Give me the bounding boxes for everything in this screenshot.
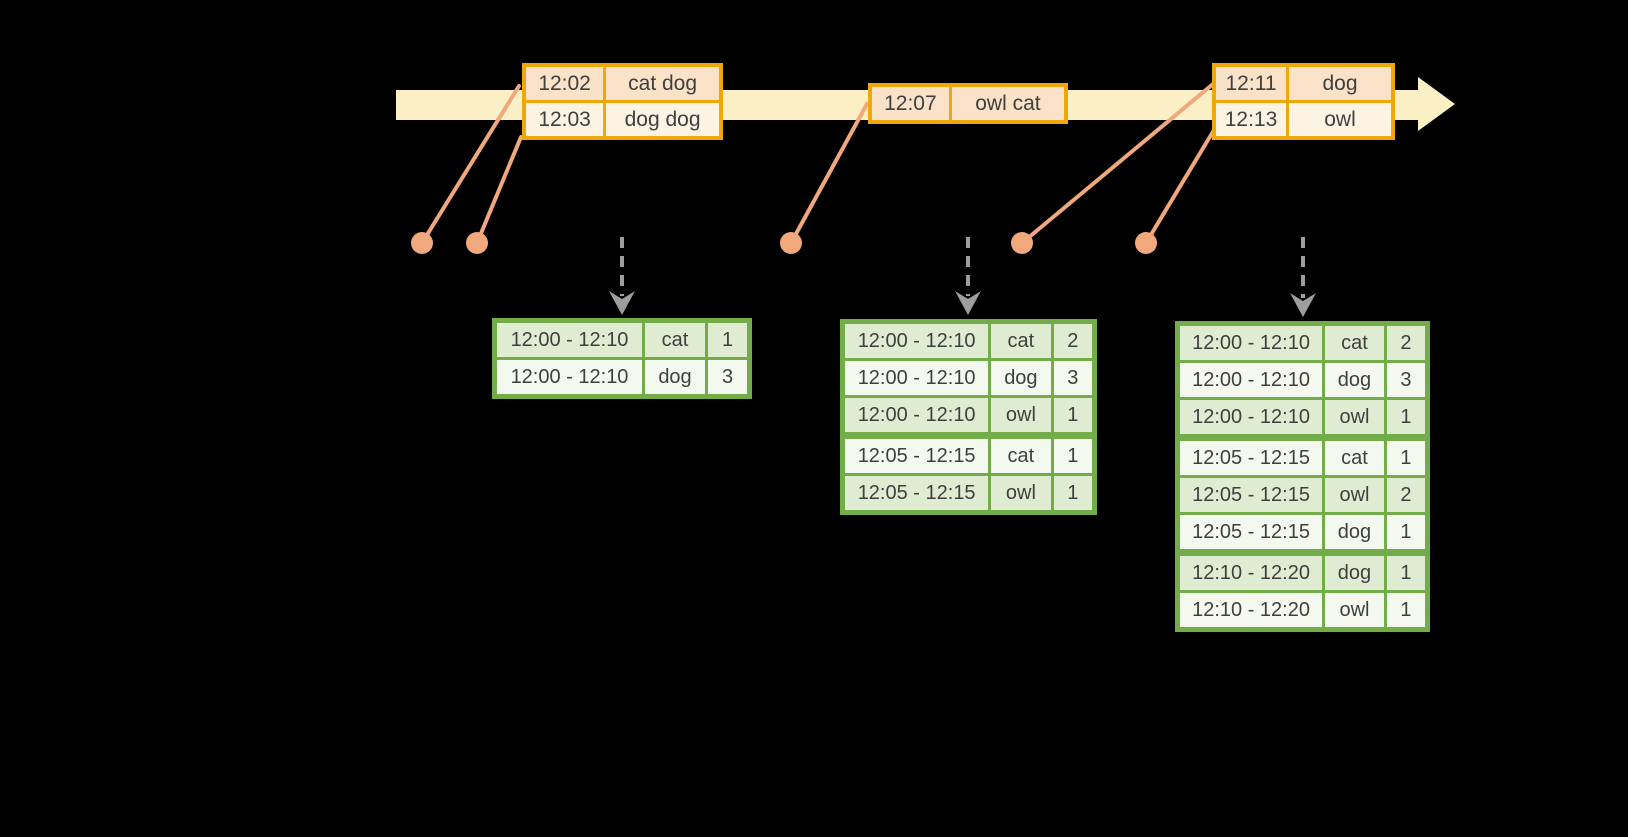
result-row: 12:05 - 12:15 cat 1 [1180, 441, 1425, 475]
event-time-cell: 12:07 [872, 87, 949, 120]
result-row: 12:00 - 12:10 cat 1 [497, 323, 747, 357]
word-cell: cat [1325, 441, 1384, 475]
window-cell: 12:00 - 12:10 [1180, 400, 1323, 434]
word-cell: dog [1325, 556, 1384, 590]
result-row: 12:00 - 12:10 dog 3 [845, 361, 1092, 395]
count-cell: 1 [1053, 439, 1092, 473]
window-cell: 12:00 - 12:10 [497, 360, 642, 394]
result-row: 12:00 - 12:10 cat 2 [845, 324, 1092, 358]
window-cell: 12:00 - 12:10 [1180, 326, 1323, 360]
window-cell: 12:00 - 12:10 [497, 323, 642, 357]
event-words-cell: dog [1289, 67, 1391, 100]
count-cell: 3 [1053, 361, 1092, 395]
result-row: 12:00 - 12:10 owl 1 [1180, 400, 1425, 434]
window-cell: 12:05 - 12:15 [1180, 515, 1323, 549]
word-cell: cat [991, 324, 1051, 358]
trigger-arrowhead-2 [955, 291, 981, 315]
count-cell: 3 [1386, 363, 1425, 397]
word-cell: dog [645, 360, 705, 394]
word-cell: owl [991, 476, 1051, 510]
trigger-arrowhead-3 [1290, 293, 1316, 317]
event-dot-12-03 [466, 232, 488, 254]
window-cell: 12:00 - 12:10 [845, 324, 989, 358]
word-cell: cat [991, 439, 1051, 473]
count-cell: 1 [1386, 593, 1425, 627]
trigger-arrows [609, 237, 1316, 317]
result-row: 12:00 - 12:10 dog 3 [497, 360, 747, 394]
window-cell: 12:10 - 12:20 [1180, 556, 1323, 590]
window-cell: 12:00 - 12:10 [1180, 363, 1323, 397]
event-row: 12:03 dog dog [526, 103, 719, 136]
word-cell: owl [1325, 593, 1384, 627]
count-cell: 1 [708, 323, 747, 357]
window-cell: 12:05 - 12:15 [1180, 441, 1323, 475]
count-cell: 3 [708, 360, 747, 394]
result-table-1: 12:00 - 12:10 cat 1 12:00 - 12:10 dog 3 [492, 318, 752, 399]
window-cell: 12:05 - 12:15 [1180, 478, 1323, 512]
window-cell: 12:05 - 12:15 [845, 476, 989, 510]
result-row: 12:05 - 12:15 dog 1 [1180, 515, 1425, 549]
window-cell: 12:05 - 12:15 [845, 439, 989, 473]
event-words-cell: dog dog [606, 103, 719, 136]
event-dot-12-07 [780, 232, 802, 254]
event-row: 12:02 cat dog [526, 67, 719, 100]
connector-line-12-11 [1020, 82, 1215, 245]
event-table-1: 12:02 cat dog 12:03 dog dog [522, 63, 723, 140]
event-row: 12:13 owl [1216, 103, 1391, 136]
count-cell: 2 [1386, 326, 1425, 360]
result-table-3: 12:00 - 12:10 cat 2 12:00 - 12:10 dog 3 … [1175, 321, 1430, 632]
word-cell: cat [645, 323, 705, 357]
window-cell: 12:00 - 12:10 [845, 398, 989, 432]
event-dot-12-13 [1135, 232, 1157, 254]
count-cell: 1 [1386, 441, 1425, 475]
result-row: 12:00 - 12:10 owl 1 [845, 398, 1092, 432]
count-cell: 1 [1386, 400, 1425, 434]
word-cell: owl [1325, 400, 1384, 434]
event-row: 12:11 dog [1216, 67, 1391, 100]
result-row: 12:10 - 12:20 owl 1 [1180, 593, 1425, 627]
result-row: 12:05 - 12:15 owl 2 [1180, 478, 1425, 512]
result-table-2: 12:00 - 12:10 cat 2 12:00 - 12:10 dog 3 … [840, 319, 1097, 515]
timeline-arrowhead [1418, 77, 1455, 131]
trigger-arrowhead-1 [609, 291, 635, 315]
result-row: 12:00 - 12:10 cat 2 [1180, 326, 1425, 360]
result-row: 12:10 - 12:20 dog 1 [1180, 556, 1425, 590]
event-words-cell: owl [1289, 103, 1391, 136]
event-table-2: 12:07 owl cat [868, 83, 1068, 124]
connector-line-12-13 [1144, 128, 1216, 245]
event-row: 12:07 owl cat [872, 87, 1064, 120]
count-cell: 2 [1053, 324, 1092, 358]
event-connector-lines [420, 82, 1216, 245]
connector-line-12-07 [789, 102, 869, 245]
connector-line-12-02 [420, 84, 521, 245]
word-cell: cat [1325, 326, 1384, 360]
result-row: 12:05 - 12:15 owl 1 [845, 476, 1092, 510]
count-cell: 1 [1053, 476, 1092, 510]
count-cell: 2 [1386, 478, 1425, 512]
event-words-cell: owl cat [951, 87, 1064, 120]
event-words-cell: cat dog [606, 67, 719, 100]
word-cell: dog [1325, 515, 1384, 549]
window-cell: 12:00 - 12:10 [845, 361, 989, 395]
word-cell: owl [991, 398, 1051, 432]
count-cell: 1 [1053, 398, 1092, 432]
word-cell: dog [991, 361, 1051, 395]
window-cell: 12:10 - 12:20 [1180, 593, 1323, 627]
event-time-cell: 12:13 [1216, 103, 1286, 136]
count-cell: 1 [1386, 556, 1425, 590]
word-cell: dog [1325, 363, 1384, 397]
result-row: 12:05 - 12:15 cat 1 [845, 439, 1092, 473]
event-time-cell: 12:03 [526, 103, 604, 136]
event-dot-12-02 [411, 232, 433, 254]
count-cell: 1 [1386, 515, 1425, 549]
event-dot-12-11 [1011, 232, 1033, 254]
word-cell: owl [1325, 478, 1384, 512]
connector-line-12-03 [475, 135, 523, 245]
event-table-3: 12:11 dog 12:13 owl [1212, 63, 1395, 140]
event-time-cell: 12:02 [526, 67, 604, 100]
result-row: 12:00 - 12:10 dog 3 [1180, 363, 1425, 397]
event-dots [411, 232, 1157, 254]
event-time-cell: 12:11 [1216, 67, 1286, 100]
